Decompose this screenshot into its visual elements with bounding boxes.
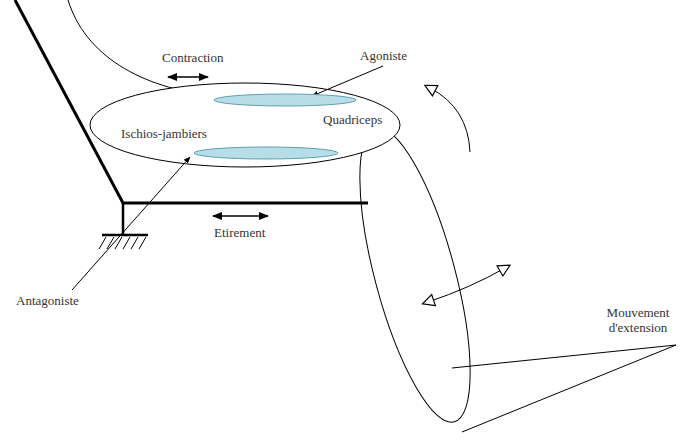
action-label: Etirement <box>214 226 265 241</box>
role-label: Antagoniste <box>16 294 79 309</box>
label-holder: Agoniste <box>360 49 407 64</box>
label-holder: Etirement <box>214 226 265 241</box>
label-holder: Contraction <box>162 51 223 66</box>
ground-hatch <box>99 237 146 249</box>
label-holder: Mouvement d'extension <box>600 306 676 336</box>
lower-leg <box>337 118 493 432</box>
torso-outline <box>68 0 215 96</box>
leader-line <box>72 157 190 290</box>
hatch-stroke <box>115 237 122 249</box>
hatch-stroke <box>99 237 106 249</box>
stretch-arrow <box>213 215 268 217</box>
frame-line <box>15 0 368 203</box>
leader-line <box>312 66 383 96</box>
hatch-stroke <box>131 237 138 249</box>
muscle-label: Quadriceps <box>323 113 382 128</box>
label-holder: Antagoniste <box>16 294 79 309</box>
hatch-stroke <box>123 237 130 249</box>
foot-outline <box>452 345 676 432</box>
thigh-outline <box>90 83 400 167</box>
antagonist-muscle: Ischios-jambiers <box>193 146 339 160</box>
rotation-arrow <box>430 88 470 152</box>
contraction-arrow <box>168 76 208 78</box>
muscle-label: Ischios-jambiers <box>121 127 207 142</box>
hatch-stroke <box>139 237 146 249</box>
movement-label: Mouvement d'extension <box>600 306 676 336</box>
muscle-ellipse <box>194 147 338 159</box>
agonist-muscle: Quadriceps <box>213 93 357 107</box>
muscle-shape <box>193 146 339 160</box>
rotation-arrow <box>428 268 505 302</box>
action-label: Contraction <box>162 51 223 66</box>
muscle-shape <box>213 93 357 107</box>
role-label: Agoniste <box>360 49 407 64</box>
muscle-ellipse <box>214 94 356 106</box>
